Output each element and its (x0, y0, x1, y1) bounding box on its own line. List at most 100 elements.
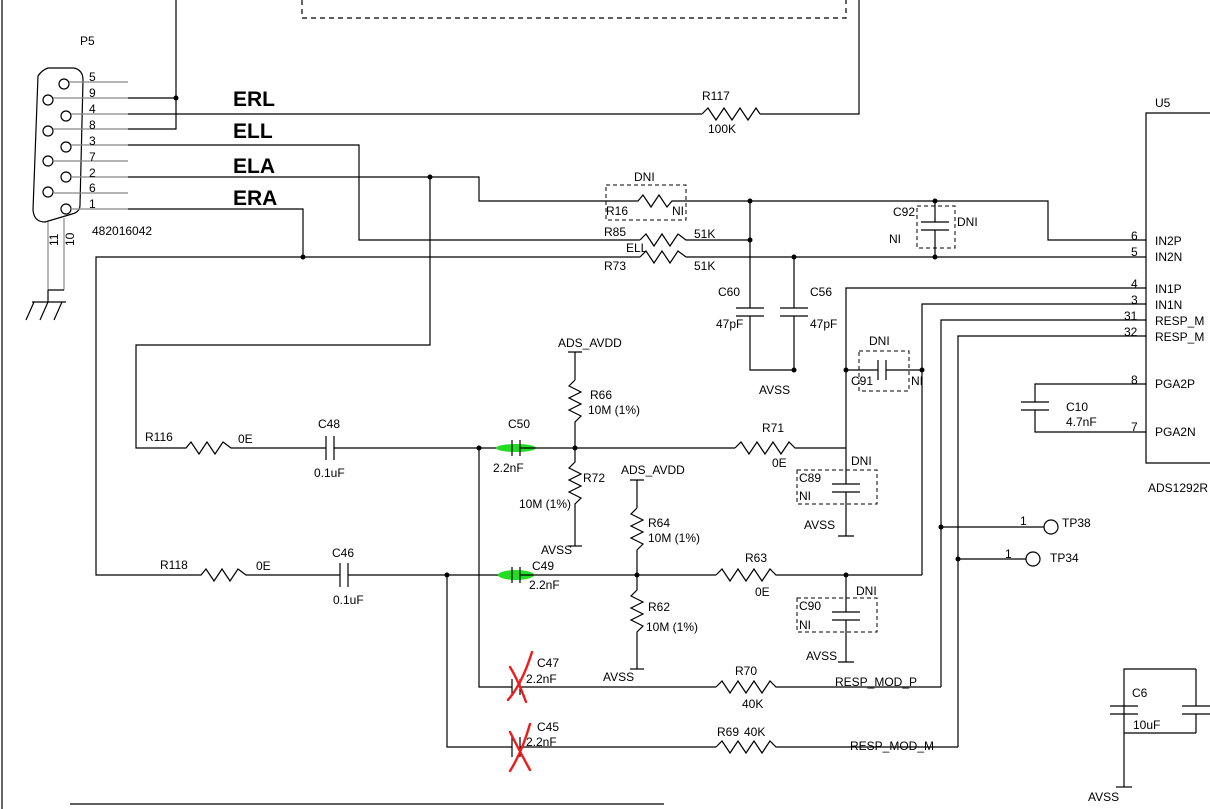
ic-u5: U5 ADS1292R 6 IN2P 5 IN2N 4 IN1P 3 IN1N … (1124, 96, 1210, 495)
r16-value: NI (672, 204, 684, 218)
c45-ref: C45 (537, 720, 559, 734)
c89-dni-label: DNI (851, 454, 872, 468)
pin-name-in1p: IN1P (1155, 282, 1182, 296)
capacitor-c49: C49 2.2nF (498, 559, 716, 592)
r85-ref: R85 (604, 225, 626, 239)
net-label-ell: ELL (233, 120, 273, 143)
pin-label-6: 6 (89, 181, 96, 195)
connector-p5: P5 5 9 4 8 3 7 2 6 1 11 10 482016042 (25, 34, 152, 321)
pin-label-10: 10 (63, 232, 77, 246)
avss-label-2: AVSS (804, 518, 835, 532)
resistor-r85: R85 51K ELL (604, 225, 750, 255)
tp38-pin: 1 (1020, 514, 1027, 528)
c45-cross-out (508, 722, 532, 773)
wire-c49-rail (446, 575, 512, 748)
resistor-r64: R64 10M (1%) (629, 479, 700, 575)
r16-dni-label: DNI (634, 170, 655, 184)
wire-ell (128, 144, 640, 241)
resistor-r118: R118 0E (160, 558, 286, 583)
resistor-r70: R70 40K RESP_MOD_P (715, 664, 941, 711)
pin-num-31: 31 (1124, 309, 1138, 323)
c91-dni-label: DNI (869, 334, 890, 348)
c46-value: 0.1uF (333, 593, 364, 607)
r63-ref: R63 (745, 551, 767, 565)
pin-label-11: 11 (47, 233, 61, 246)
pin-label-2: 2 (89, 166, 96, 180)
c48-value: 0.1uF (314, 466, 345, 480)
r116-value: 0E (238, 432, 253, 446)
pin-name-resp-m-31: RESP_M (1155, 314, 1204, 328)
pin-num-5: 5 (1131, 245, 1138, 259)
r16-ref: R16 (606, 204, 628, 218)
c90-value: NI (799, 618, 811, 632)
r73-ref: R73 (604, 259, 626, 273)
ic-ref: U5 (1155, 96, 1171, 110)
r118-ref: R118 (160, 558, 188, 572)
r70-value: 40K (742, 697, 763, 711)
pin-label-1: 1 (89, 197, 96, 211)
chassis-ground-symbol (25, 289, 66, 321)
pin-name-pga2p: PGA2P (1155, 377, 1195, 391)
tp38-ref: TP38 (1062, 516, 1091, 530)
c47-ref: C47 (537, 656, 559, 670)
wire-in1n (921, 303, 1146, 575)
pin-num-7: 7 (1131, 420, 1138, 434)
c91-ref: C91 (851, 374, 873, 388)
connector-ref: P5 (80, 34, 95, 48)
pin-name-in2p: IN2P (1155, 234, 1182, 248)
avss-label-5: AVSS (1088, 790, 1119, 804)
capacitor-c60: C60 47pF (716, 201, 794, 371)
r62-ref: R62 (648, 600, 670, 614)
resistor-r16: DNI R16 NI (605, 170, 687, 221)
pin-label-4: 4 (89, 102, 96, 116)
resp-mod-m-label: RESP_MOD_M (850, 739, 934, 753)
c49-ref: C49 (532, 559, 554, 573)
r66-value: 10M (1%) (588, 403, 640, 417)
capacitor-c46: C46 0.1uF (286, 546, 510, 607)
c50-value: 2.2nF (493, 461, 524, 475)
pin-name-in1n: IN1N (1155, 298, 1182, 312)
avss-label-0: AVSS (759, 383, 790, 397)
c45-value: 2.2nF (526, 735, 557, 749)
c6-ref: C6 (1132, 686, 1148, 700)
pin-num-32: 32 (1124, 325, 1138, 339)
c6-value: 10uF (1133, 718, 1160, 732)
r66-ref: R66 (590, 388, 612, 402)
c90-dni-label: DNI (856, 584, 877, 598)
r71-value: 0E (772, 456, 787, 470)
resistor-r69: R69 40K RESP_MOD_M (715, 725, 958, 755)
c49-highlight (498, 570, 534, 580)
c91-value: NI (911, 374, 923, 388)
r69-ref: R69 (717, 725, 739, 739)
pin-label-3: 3 (89, 134, 96, 148)
resistor-r63: R63 0E (715, 551, 922, 599)
resistor-r71: R71 0E (734, 421, 846, 470)
r70-ref: R70 (735, 664, 757, 678)
pin-label-9: 9 (89, 86, 96, 100)
connector-part-number: 482016042 (92, 224, 152, 238)
wire-ela-down (135, 177, 431, 449)
tp34-ref: TP34 (1050, 551, 1079, 565)
c10-ref: C10 (1066, 400, 1088, 414)
pin-num-3: 3 (1131, 293, 1138, 307)
r71-ref: R71 (762, 421, 784, 435)
wire-rld (128, 0, 860, 115)
c89-value: NI (799, 489, 811, 503)
capacitor-c50: C50 2.2nF (493, 417, 735, 475)
c10-value: 4.7nF (1066, 415, 1097, 429)
r72-ref: R72 (583, 471, 605, 485)
pin-num-4: 4 (1131, 277, 1138, 291)
c92-ref: C92 (893, 205, 915, 219)
c47-cross-out (506, 650, 534, 704)
c48-ref: C48 (318, 417, 340, 431)
c92-dni-label: DNI (957, 215, 978, 229)
pin-label-7: 7 (89, 150, 96, 164)
tp34-pin: 1 (1005, 547, 1012, 561)
wire-in1p (845, 287, 1146, 448)
net-label-ela: ELA (233, 155, 275, 178)
pin-name-resp-m-32: RESP_M (1155, 330, 1204, 344)
resistor-r72: R72 10M (1%) AVSS (519, 448, 605, 557)
capacitor-c47: C47 2.2nF (506, 650, 716, 704)
c50-ref: C50 (508, 417, 530, 431)
net-label-era: ERA (233, 187, 277, 210)
